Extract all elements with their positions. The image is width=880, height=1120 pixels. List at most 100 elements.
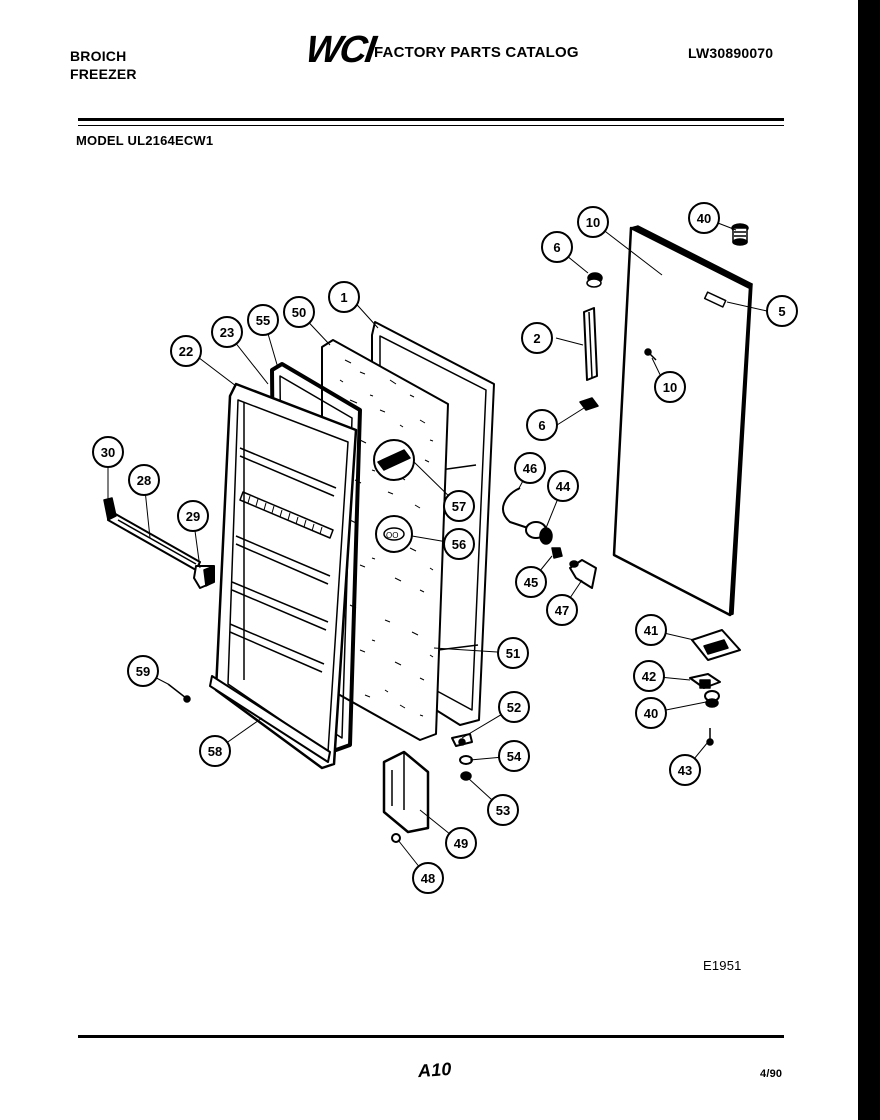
screw-10 [644,348,657,361]
callout-number: 1 [340,290,347,305]
callout-circle [577,206,609,238]
brand-line-1: BROICH [70,48,127,64]
callout-number: 55 [256,313,270,328]
callout-number: 44 [556,479,571,494]
callout-circle [128,464,160,496]
callout-number: 40 [644,706,658,721]
callout-circle [247,304,279,336]
page-number: A10 [417,1058,453,1082]
callout-circle [283,296,315,328]
callout-44: 44 [547,470,579,502]
callout-number: 43 [678,763,692,778]
callout-number: 10 [586,215,600,230]
plug-bottom [579,397,599,411]
callout-53: 53 [487,794,519,826]
svg-text:OO: OO [386,531,398,540]
model-label: MODEL UL2164ECW1 [76,133,214,148]
callout-circle [199,735,231,767]
callout-57: 57 [443,490,475,522]
shelf-bracket [103,497,215,589]
callout-number: 57 [452,499,466,514]
callout-10: 10 [577,206,609,238]
inner-door-shelves [214,382,358,770]
callout-circle [487,794,519,826]
callout-circle [521,322,553,354]
scan-edge [858,0,880,1120]
callout-43: 43 [669,754,701,786]
callout-50: 50 [283,296,315,328]
callout-number: 52 [507,700,521,715]
callout-number: 45 [524,575,538,590]
callout-22: 22 [170,335,202,367]
callout-circle [515,566,547,598]
callout-circle [526,409,558,441]
callout-42: 42 [633,660,665,692]
callout-circle [547,470,579,502]
callout-circle [546,594,578,626]
door-outer-panel [612,225,753,617]
header-rule-thin [78,125,784,126]
callout-circle [443,528,475,560]
callout-40: 40 [688,202,720,234]
callout-number: 40 [697,211,711,226]
callout-circle [445,827,477,859]
callout-47: 47 [546,594,578,626]
callout-40: 40 [635,697,667,729]
callout-circle [92,436,124,468]
callout-number: 59 [136,664,150,679]
callout-circle [688,202,720,234]
callout-30: 30 [92,436,124,468]
callout-number: 29 [186,509,200,524]
hinge-pin-top [731,223,749,246]
screw-59 [167,683,191,703]
callout-circle [497,637,529,669]
callout-28: 28 [128,464,160,496]
callout-circle [541,231,573,263]
callout-number: 56 [452,537,466,552]
callout-number: 49 [454,836,468,851]
callout-number: 23 [220,325,234,340]
callout-circle [654,371,686,403]
callout-number: 53 [496,803,510,818]
callout-number: 50 [292,305,306,320]
door-stop-hardware [451,733,473,781]
callout-circle [635,697,667,729]
door-handle [583,307,598,381]
callout-48: 48 [412,862,444,894]
callout-5: 5 [766,295,798,327]
callout-circle [177,500,209,532]
figure-code: E1951 [703,958,742,973]
callout-circle [498,740,530,772]
catalog-code: LW30890070 [688,45,774,61]
callout-41: 41 [635,614,667,646]
header-rule-thick [78,118,784,121]
callout-number: 2 [533,331,540,346]
plug-top [586,272,603,288]
callout-number: 51 [506,646,520,661]
callout-59: 59 [127,655,159,687]
callout-45: 45 [515,566,547,598]
callout-number: 30 [101,445,115,460]
catalog-date: 4/90 [760,1068,783,1080]
callout-number: 6 [538,418,545,433]
callout-number: 10 [663,380,677,395]
callout-52: 52 [498,691,530,723]
callout-number: 46 [523,461,537,476]
callout-23: 23 [211,316,243,348]
footer-rule [78,1035,784,1038]
callout-circle [127,655,159,687]
callout-2: 2 [521,322,553,354]
callout-circle [514,452,546,484]
bottom-trim [209,675,331,763]
callout-29: 29 [177,500,209,532]
callout-51: 51 [497,637,529,669]
callout-number: 41 [644,623,658,638]
callout-10: 10 [654,371,686,403]
callout-46: 46 [514,452,546,484]
lower-hinge-assembly [689,629,741,746]
callout-6: 6 [541,231,573,263]
callout-number: 5 [778,304,785,319]
callout-55: 55 [247,304,279,336]
callout-circle [170,335,202,367]
